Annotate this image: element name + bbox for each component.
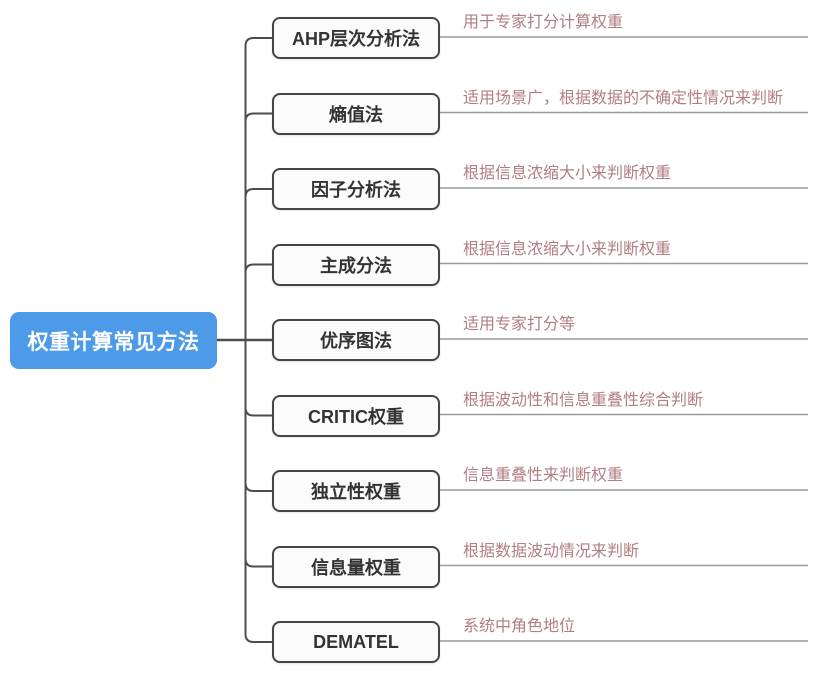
branch-note[interactable]: 根据数据波动情况来判断 [463, 542, 640, 560]
branch-node[interactable]: 优序图法 [272, 319, 440, 361]
branch-note[interactable]: 适用场景广，根据数据的不确定性情况来判断 [463, 89, 784, 107]
branch-note[interactable]: 用于专家打分计算权重 [463, 14, 624, 31]
branch-node[interactable]: 主成分法 [272, 243, 440, 286]
branch-note[interactable]: 根据波动性和信息重叠性综合判断 [463, 391, 704, 409]
branch-note[interactable]: 信息重叠性来判断权重 [463, 467, 624, 484]
branch-node[interactable]: AHP层次分析法 [272, 17, 440, 59]
branch-label: 优序图法 [320, 331, 392, 351]
branch-label: CRITIC权重 [308, 406, 404, 427]
root-node[interactable]: 权重计算常见方法 [10, 312, 217, 369]
branch-node[interactable]: 信息量权重 [272, 545, 440, 588]
branch-label: 熵值法 [329, 104, 383, 125]
branch-note[interactable]: 适用专家打分等 [463, 316, 576, 333]
branch-label: DEMATEL [313, 631, 399, 652]
branch-label: 信息量权重 [311, 557, 401, 578]
branch-node[interactable]: DEMATEL [272, 621, 440, 663]
branch-label: 主成分法 [320, 255, 392, 276]
branch-note[interactable]: 根据信息浓缩大小来判断权重 [463, 165, 672, 182]
branch-note[interactable]: 根据信息浓缩大小来判断权重 [463, 240, 672, 258]
branch-node[interactable]: 独立性权重 [272, 470, 440, 512]
branch-label: 独立性权重 [311, 482, 401, 502]
branch-label: 因子分析法 [311, 180, 401, 200]
branch-label: AHP层次分析法 [291, 29, 420, 49]
branch-node[interactable]: 因子分析法 [272, 168, 440, 210]
branch-node[interactable]: 熵值法 [272, 92, 440, 135]
root-label: 权重计算常见方法 [27, 330, 200, 354]
branch-node[interactable]: CRITIC权重 [272, 394, 440, 437]
branch-note[interactable]: 系统中角色地位 [463, 618, 576, 635]
